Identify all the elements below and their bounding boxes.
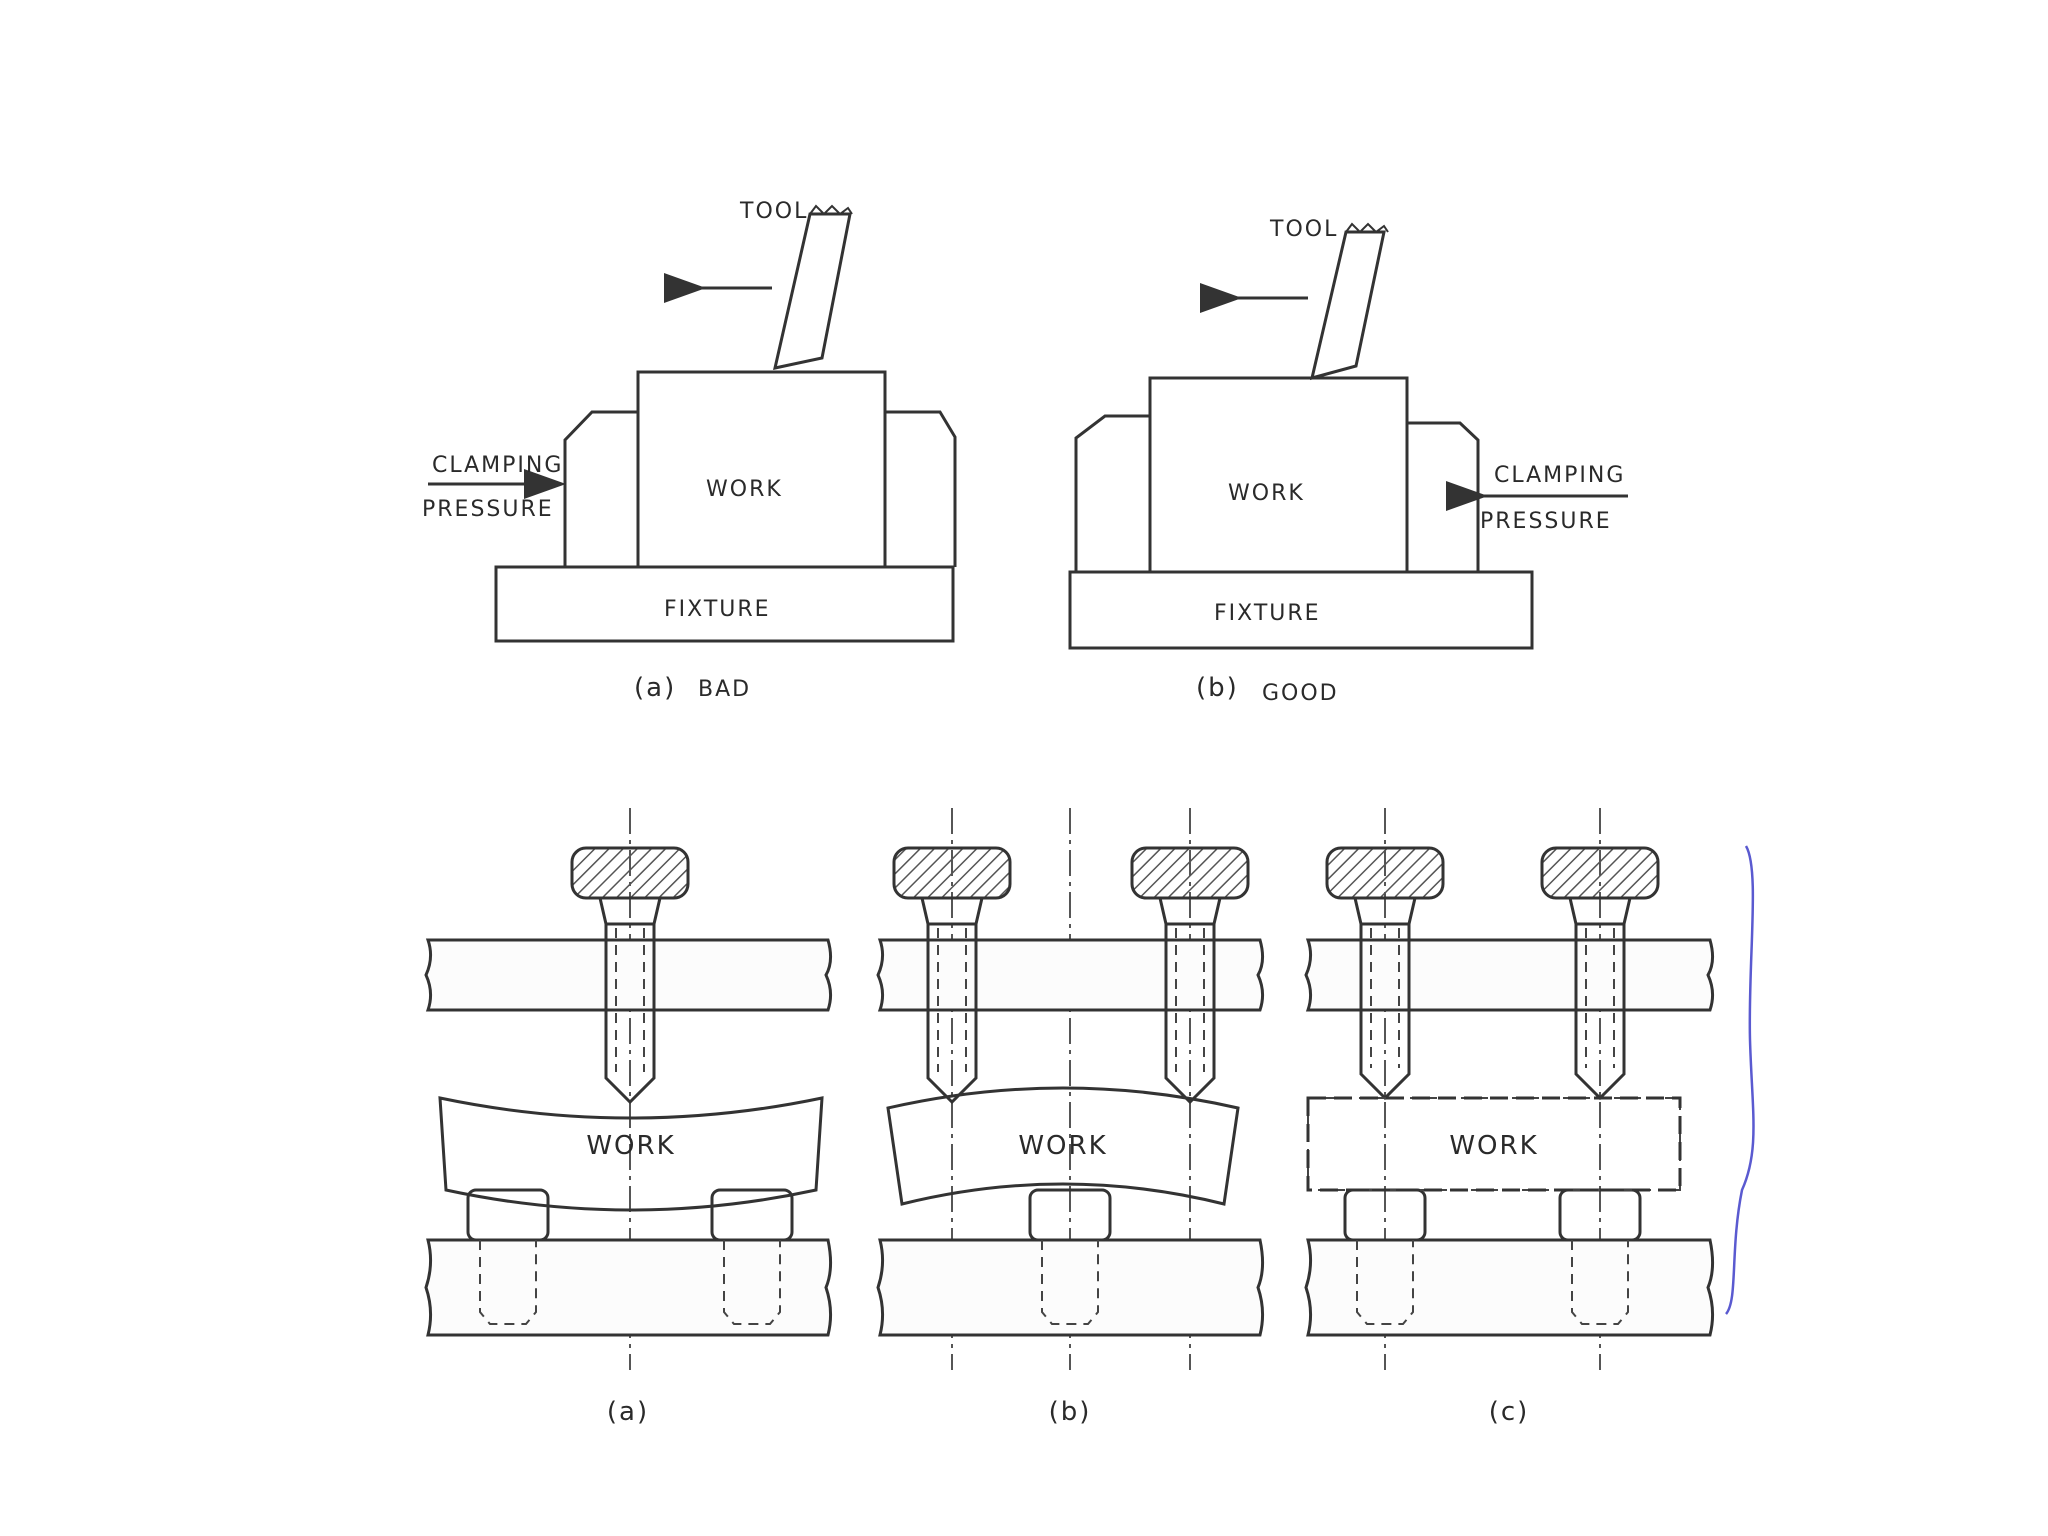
- screw-neck: [598, 897, 662, 926]
- left-jaw: [563, 410, 640, 567]
- base-fixture-plate: [876, 1238, 1265, 1337]
- bottom-clamping-panels: WORK (a) WORK (b) WORK (c): [424, 808, 1715, 1427]
- clamp-panel-3: WORK (c): [1304, 808, 1715, 1427]
- knurled-screw-head: [1130, 846, 1250, 900]
- tool-break-edge: [809, 204, 853, 216]
- screw-neck: [1158, 897, 1222, 926]
- work-block: [636, 370, 887, 569]
- knurled-screw-head: [570, 846, 690, 900]
- screw-shank: [926, 924, 978, 1105]
- top-clamp-plate: [424, 938, 833, 1012]
- rest-pin-hidden-shank: [479, 1240, 537, 1325]
- rest-pin-hidden-shank: [1356, 1240, 1414, 1325]
- cutting-tool: [773, 212, 852, 370]
- work-label: WORK: [586, 1131, 675, 1161]
- panel-caption: (a): [607, 1397, 649, 1427]
- tool-label: TOOL: [1269, 217, 1338, 242]
- caption-word: BAD: [698, 677, 751, 702]
- knurled-screw-head: [892, 846, 1012, 900]
- rest-pin-hidden-shank: [723, 1240, 781, 1325]
- clamping-label-line2: PRESSURE: [1480, 509, 1612, 534]
- clamping-label-line1: CLAMPING: [1494, 463, 1625, 488]
- rest-pin: [1028, 1188, 1112, 1242]
- work-label: WORK: [1018, 1131, 1107, 1161]
- screw-shank: [1164, 924, 1216, 1105]
- caption-letter: (b): [1196, 673, 1239, 703]
- cutting-tool: [1309, 230, 1386, 381]
- panel-caption: (c): [1489, 1397, 1530, 1427]
- work-label: WORK: [1228, 481, 1305, 506]
- panel-caption: (b): [1049, 1397, 1092, 1427]
- screw-neck: [920, 897, 984, 926]
- rest-pin: [710, 1188, 794, 1242]
- clamping-label-line1: CLAMPING: [432, 453, 563, 478]
- rest-pin-hidden-shank: [1571, 1240, 1629, 1325]
- right-jaw: [883, 410, 957, 567]
- work-label: WORK: [706, 477, 783, 502]
- work-piece: [438, 1096, 824, 1212]
- base-fixture-plate: [1304, 1238, 1715, 1337]
- tool-break-edge: [1345, 222, 1389, 234]
- pen-mark-bracket: [1724, 845, 1755, 1315]
- left-jaw: [1074, 414, 1152, 572]
- screw-neck: [1568, 897, 1632, 926]
- knurled-screw-head: [1540, 846, 1660, 900]
- work-piece-outline: [1306, 1096, 1682, 1192]
- rest-pin-hidden-shank: [1041, 1240, 1099, 1325]
- tool-label: TOOL: [739, 199, 808, 224]
- caption-letter: (a): [634, 673, 676, 703]
- base-fixture-plate: [424, 1238, 833, 1337]
- top-right-good-setup: TOOL WORK FIXTURE CLAMPING PRESSURE (b) …: [1068, 217, 1628, 706]
- rest-pin: [466, 1188, 550, 1242]
- fixture-label: FIXTURE: [1214, 601, 1321, 626]
- knurled-screw-head: [1325, 846, 1445, 900]
- top-left-bad-setup: TOOL WORK FIXTURE CLAMPING PRESSURE (a) …: [422, 199, 957, 703]
- clamp-panel-2: WORK (b): [876, 808, 1265, 1427]
- fixture-label: FIXTURE: [664, 597, 771, 622]
- work-block: [1148, 376, 1409, 574]
- caption-word: GOOD: [1262, 681, 1339, 706]
- right-jaw: [1405, 421, 1480, 572]
- work-label: WORK: [1449, 1131, 1538, 1161]
- screw-shank: [604, 924, 656, 1105]
- top-clamp-plate: [1304, 938, 1715, 1012]
- clamping-label-line2: PRESSURE: [422, 497, 554, 522]
- clamp-panel-1: WORK (a): [424, 808, 833, 1427]
- screw-neck: [1353, 897, 1417, 926]
- work-piece: [886, 1086, 1240, 1206]
